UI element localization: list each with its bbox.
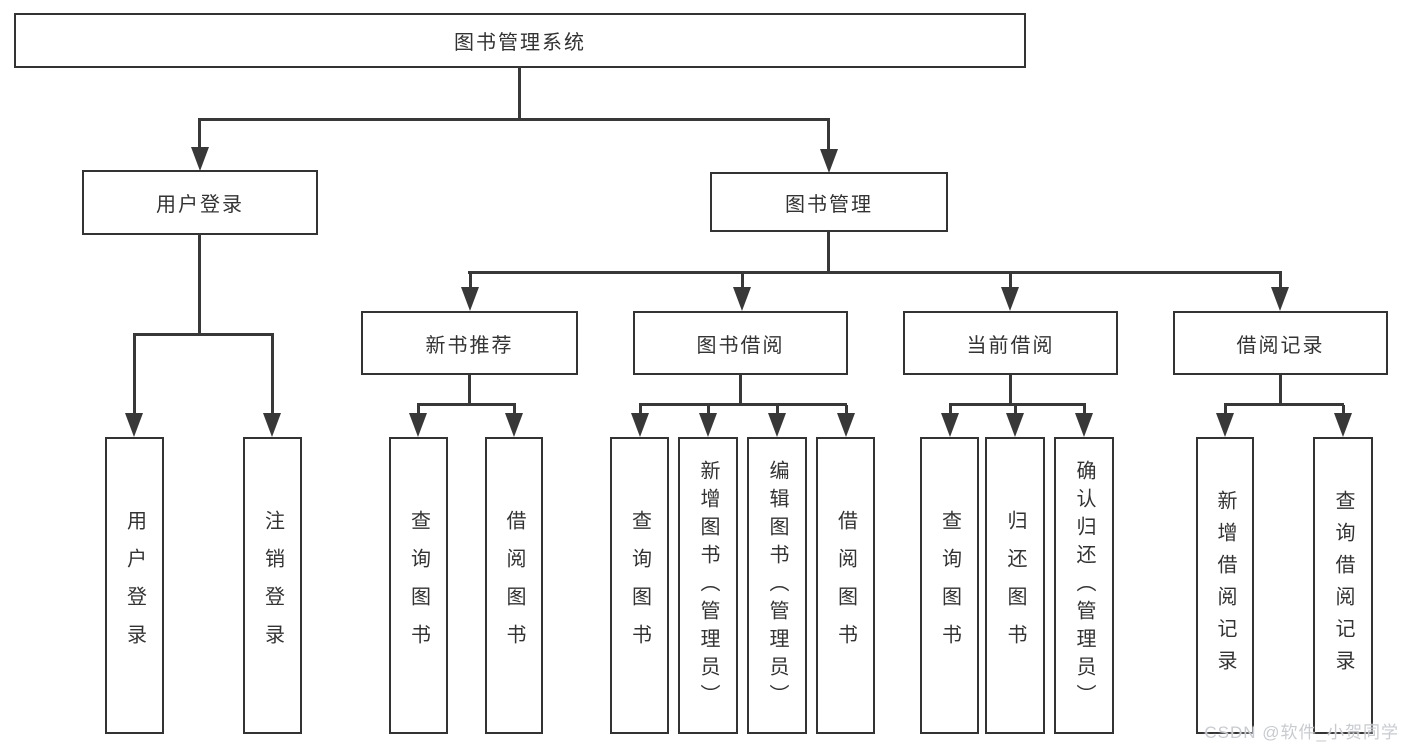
leaf-logout: 注销登录 bbox=[243, 437, 302, 734]
connector-line bbox=[513, 405, 516, 415]
arrow-down-icon bbox=[461, 287, 479, 311]
node-label: 图书管理系统 bbox=[454, 32, 586, 54]
arrow-down-icon bbox=[1006, 413, 1024, 437]
node-label: 新增借阅记录 bbox=[1214, 489, 1236, 682]
leaf-query-borrow-record: 查询借阅记录 bbox=[1313, 437, 1373, 734]
leaf-add-borrow-record: 新增借阅记录 bbox=[1196, 437, 1254, 734]
connector-line bbox=[827, 120, 830, 152]
arrow-down-icon bbox=[409, 413, 427, 437]
node-book-borrow: 图书借阅 bbox=[633, 311, 848, 375]
node-label: 查询借阅记录 bbox=[1332, 489, 1354, 682]
node-label: 用户登录 bbox=[123, 509, 146, 662]
node-label: 图书管理 bbox=[785, 193, 873, 216]
arrow-down-icon bbox=[191, 147, 209, 171]
node-label: 归还图书 bbox=[1004, 509, 1026, 662]
connector-line bbox=[949, 403, 1086, 406]
connector-line bbox=[1009, 273, 1012, 291]
leaf-add-book-admin: 新增图书（管理员） bbox=[678, 437, 738, 734]
node-book-management: 图书管理 bbox=[710, 172, 948, 232]
arrow-down-icon bbox=[733, 287, 751, 311]
arrow-down-icon bbox=[699, 413, 717, 437]
connector-line bbox=[1014, 405, 1017, 415]
connector-line bbox=[845, 405, 848, 415]
node-label: 查询图书 bbox=[628, 509, 651, 662]
arrow-down-icon bbox=[1271, 287, 1289, 311]
node-borrow-records: 借阅记录 bbox=[1173, 311, 1388, 375]
connector-line bbox=[1342, 405, 1345, 415]
connector-line bbox=[271, 335, 274, 415]
connector-line bbox=[1279, 273, 1282, 291]
arrow-down-icon bbox=[1216, 413, 1234, 437]
arrow-down-icon bbox=[505, 413, 523, 437]
node-user-login: 用户登录 bbox=[82, 170, 318, 235]
node-label: 新书推荐 bbox=[425, 334, 514, 357]
node-label: 借阅图书 bbox=[834, 509, 857, 662]
connector-line bbox=[776, 405, 779, 415]
leaf-confirm-return-admin: 确认归还（管理员） bbox=[1054, 437, 1114, 734]
connector-line bbox=[1083, 405, 1086, 415]
connector-line bbox=[469, 273, 472, 291]
node-label: 新增图书（管理员） bbox=[697, 459, 719, 712]
node-library-system: 图书管理系统 bbox=[14, 13, 1026, 68]
connector-line bbox=[1279, 375, 1282, 405]
node-label: 图书借阅 bbox=[696, 334, 785, 357]
node-label: 借阅图书 bbox=[503, 509, 525, 662]
arrow-down-icon bbox=[125, 413, 143, 437]
connector-line bbox=[198, 118, 830, 121]
connector-line bbox=[1224, 403, 1344, 406]
node-label: 查询图书 bbox=[938, 509, 961, 662]
connector-line bbox=[417, 405, 420, 415]
node-label: 用户登录 bbox=[156, 194, 244, 216]
leaf-user-login: 用户登录 bbox=[105, 437, 164, 734]
leaf-query-books-current: 查询图书 bbox=[920, 437, 979, 734]
leaf-borrow-books-recommend: 借阅图书 bbox=[485, 437, 543, 734]
connector-line bbox=[468, 375, 471, 405]
connector-line bbox=[468, 271, 1282, 274]
connector-line bbox=[417, 403, 516, 406]
connector-line bbox=[949, 405, 952, 415]
arrow-down-icon bbox=[768, 413, 786, 437]
node-label: 确认归还（管理员） bbox=[1073, 459, 1095, 712]
connector-line bbox=[133, 335, 136, 415]
connector-line bbox=[198, 120, 201, 150]
connector-line bbox=[741, 273, 744, 291]
connector-line bbox=[639, 403, 847, 406]
leaf-return-books: 归还图书 bbox=[985, 437, 1045, 734]
connector-line bbox=[827, 231, 830, 273]
node-label: 查询图书 bbox=[407, 509, 430, 662]
connector-line bbox=[739, 375, 742, 405]
node-new-book-recommend: 新书推荐 bbox=[361, 311, 578, 375]
leaf-borrow-books: 借阅图书 bbox=[816, 437, 875, 734]
arrow-down-icon bbox=[1075, 413, 1093, 437]
leaf-query-books-borrow: 查询图书 bbox=[610, 437, 669, 734]
connector-line bbox=[639, 405, 642, 415]
node-current-borrow: 当前借阅 bbox=[903, 311, 1118, 375]
connector-line bbox=[707, 405, 710, 415]
arrow-down-icon bbox=[941, 413, 959, 437]
connector-line bbox=[1009, 375, 1012, 405]
arrow-down-icon bbox=[1334, 413, 1352, 437]
leaf-query-books-recommend: 查询图书 bbox=[389, 437, 448, 734]
watermark: CSDN @软件_小贺同学 bbox=[1204, 723, 1399, 742]
arrow-down-icon bbox=[1001, 287, 1019, 311]
connector-line bbox=[518, 66, 521, 120]
connector-line bbox=[133, 333, 274, 336]
connector-line bbox=[1224, 405, 1227, 415]
arrow-down-icon bbox=[263, 413, 281, 437]
arrow-down-icon bbox=[837, 413, 855, 437]
node-label: 借阅记录 bbox=[1236, 334, 1325, 357]
arrow-down-icon bbox=[631, 413, 649, 437]
node-label: 注销登录 bbox=[261, 509, 284, 662]
connector-line bbox=[198, 234, 201, 335]
node-label: 编辑图书（管理员） bbox=[766, 459, 788, 712]
arrow-down-icon bbox=[820, 149, 838, 173]
node-label: 当前借阅 bbox=[966, 334, 1055, 357]
leaf-edit-book-admin: 编辑图书（管理员） bbox=[747, 437, 807, 734]
